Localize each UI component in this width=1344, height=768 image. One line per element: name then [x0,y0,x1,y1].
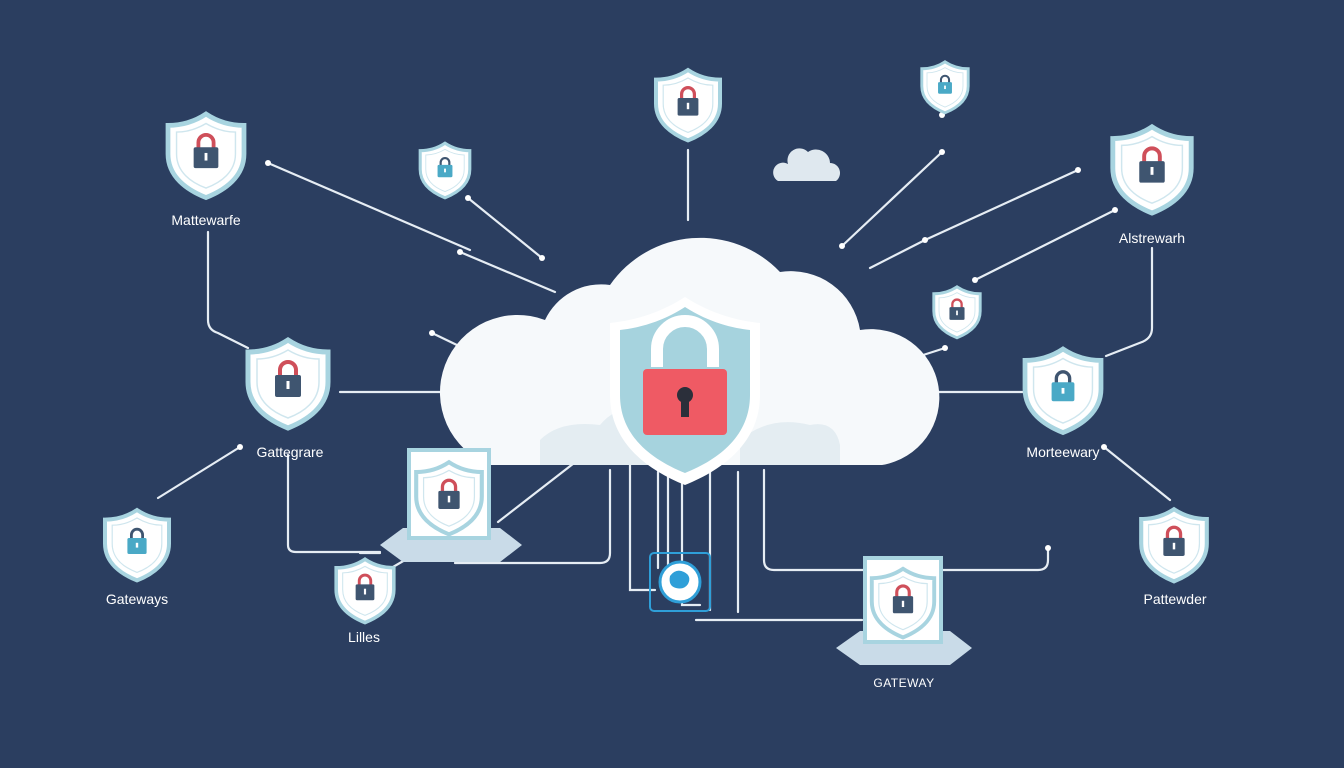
central-shield-lock-icon [610,297,760,485]
small-cloud-icon [773,148,840,181]
shield-top-right-small [920,60,970,115]
shield-mid-right-small [932,285,982,340]
label-malware: Mattewarfe [171,212,241,228]
label-gateway: GATEWAY [873,676,935,690]
shield-card-gateway [863,556,943,644]
shield-top-center [656,70,720,140]
shield-gateways [105,510,169,580]
label-lilles: Lilles [348,629,380,645]
shield-malware [168,114,244,198]
shield-lilles [334,557,396,625]
shield-top-small [418,141,472,200]
label-pattewder: Pattewder [1143,591,1207,607]
label-gattegrare: Gattegrare [256,444,324,460]
shield-alstrewarh [1113,127,1191,213]
shield-gattegrare [248,340,328,428]
shield-card-left [407,448,491,540]
label-alstrewarh: Alstrewarh [1118,230,1186,246]
globe-node-icon [649,552,711,612]
shield-morteewary [1025,349,1101,433]
shield-pattewder [1141,509,1207,581]
label-morteewary: Morteewary [1026,444,1100,460]
label-gateways: Gateways [105,591,169,607]
